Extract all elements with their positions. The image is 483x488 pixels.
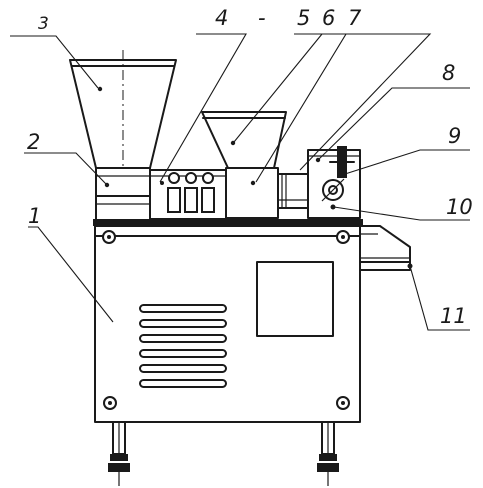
dosing-unit <box>95 167 151 221</box>
filling-body <box>225 167 279 219</box>
leader-lines <box>10 33 470 331</box>
leg-right <box>317 421 339 486</box>
control-panel <box>149 169 227 220</box>
callout-10: 10 <box>446 195 473 219</box>
callout-11: 11 <box>440 304 467 328</box>
output-tray <box>359 225 413 271</box>
switch-3 <box>201 172 215 213</box>
callout-4: 4 <box>215 6 228 30</box>
switch-2 <box>184 172 198 213</box>
top-plate <box>93 219 363 226</box>
callout-6: 6 <box>322 6 335 30</box>
cabinet <box>94 225 361 486</box>
callout-2: 2 <box>27 130 40 154</box>
filling-hopper <box>201 111 287 169</box>
callout-5: 5 <box>297 6 310 30</box>
callout-1: 1 <box>28 204 41 228</box>
coupling <box>277 173 309 209</box>
callout-8: 8 <box>442 61 455 85</box>
dash-mark: - <box>258 6 266 30</box>
bolt-top-right <box>336 230 350 244</box>
callout-9: 9 <box>448 124 461 148</box>
bolt-bottom-right <box>336 396 350 410</box>
bolt-bottom-left <box>103 396 117 410</box>
callout-7: 7 <box>348 6 362 30</box>
switch-1 <box>167 172 181 213</box>
vent-grille <box>139 304 227 388</box>
leg-left <box>108 421 130 486</box>
access-panel <box>256 261 334 337</box>
callout-3: 3 <box>38 14 49 34</box>
forming-head <box>307 146 361 219</box>
bolt-top-left <box>102 230 116 244</box>
callout-labels: 1 2 3 4 - 5 6 7 8 9 10 11 <box>27 6 473 328</box>
hopper <box>69 50 177 169</box>
